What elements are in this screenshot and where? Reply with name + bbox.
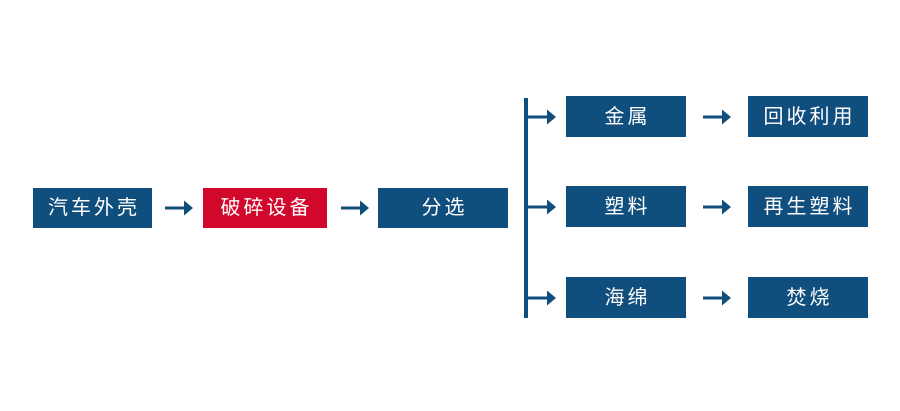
right-arrow-icon xyxy=(702,194,732,220)
node-destination-recycled-plastic[interactable]: 再生塑料 xyxy=(748,186,868,227)
node-destination-recycle[interactable]: 回收利用 xyxy=(748,96,868,137)
node-car-shell[interactable]: 汽车外壳 xyxy=(33,188,152,228)
node-crushing-equipment[interactable]: 破碎设备 xyxy=(203,188,327,228)
right-arrow-icon xyxy=(702,104,732,130)
node-sorting[interactable]: 分选 xyxy=(378,188,508,228)
node-material-plastic[interactable]: 塑料 xyxy=(566,186,686,227)
node-material-metal[interactable]: 金属 xyxy=(566,96,686,137)
node-material-sponge[interactable]: 海绵 xyxy=(566,277,686,318)
branch-right-arrow-icon xyxy=(527,104,557,130)
right-arrow-icon xyxy=(702,285,732,311)
right-arrow-icon xyxy=(164,195,194,221)
vertical-split-line xyxy=(524,98,528,318)
node-destination-incineration[interactable]: 焚烧 xyxy=(748,277,868,318)
right-arrow-icon xyxy=(340,195,370,221)
branch-right-arrow-icon xyxy=(527,194,557,220)
branch-right-arrow-icon xyxy=(527,285,557,311)
